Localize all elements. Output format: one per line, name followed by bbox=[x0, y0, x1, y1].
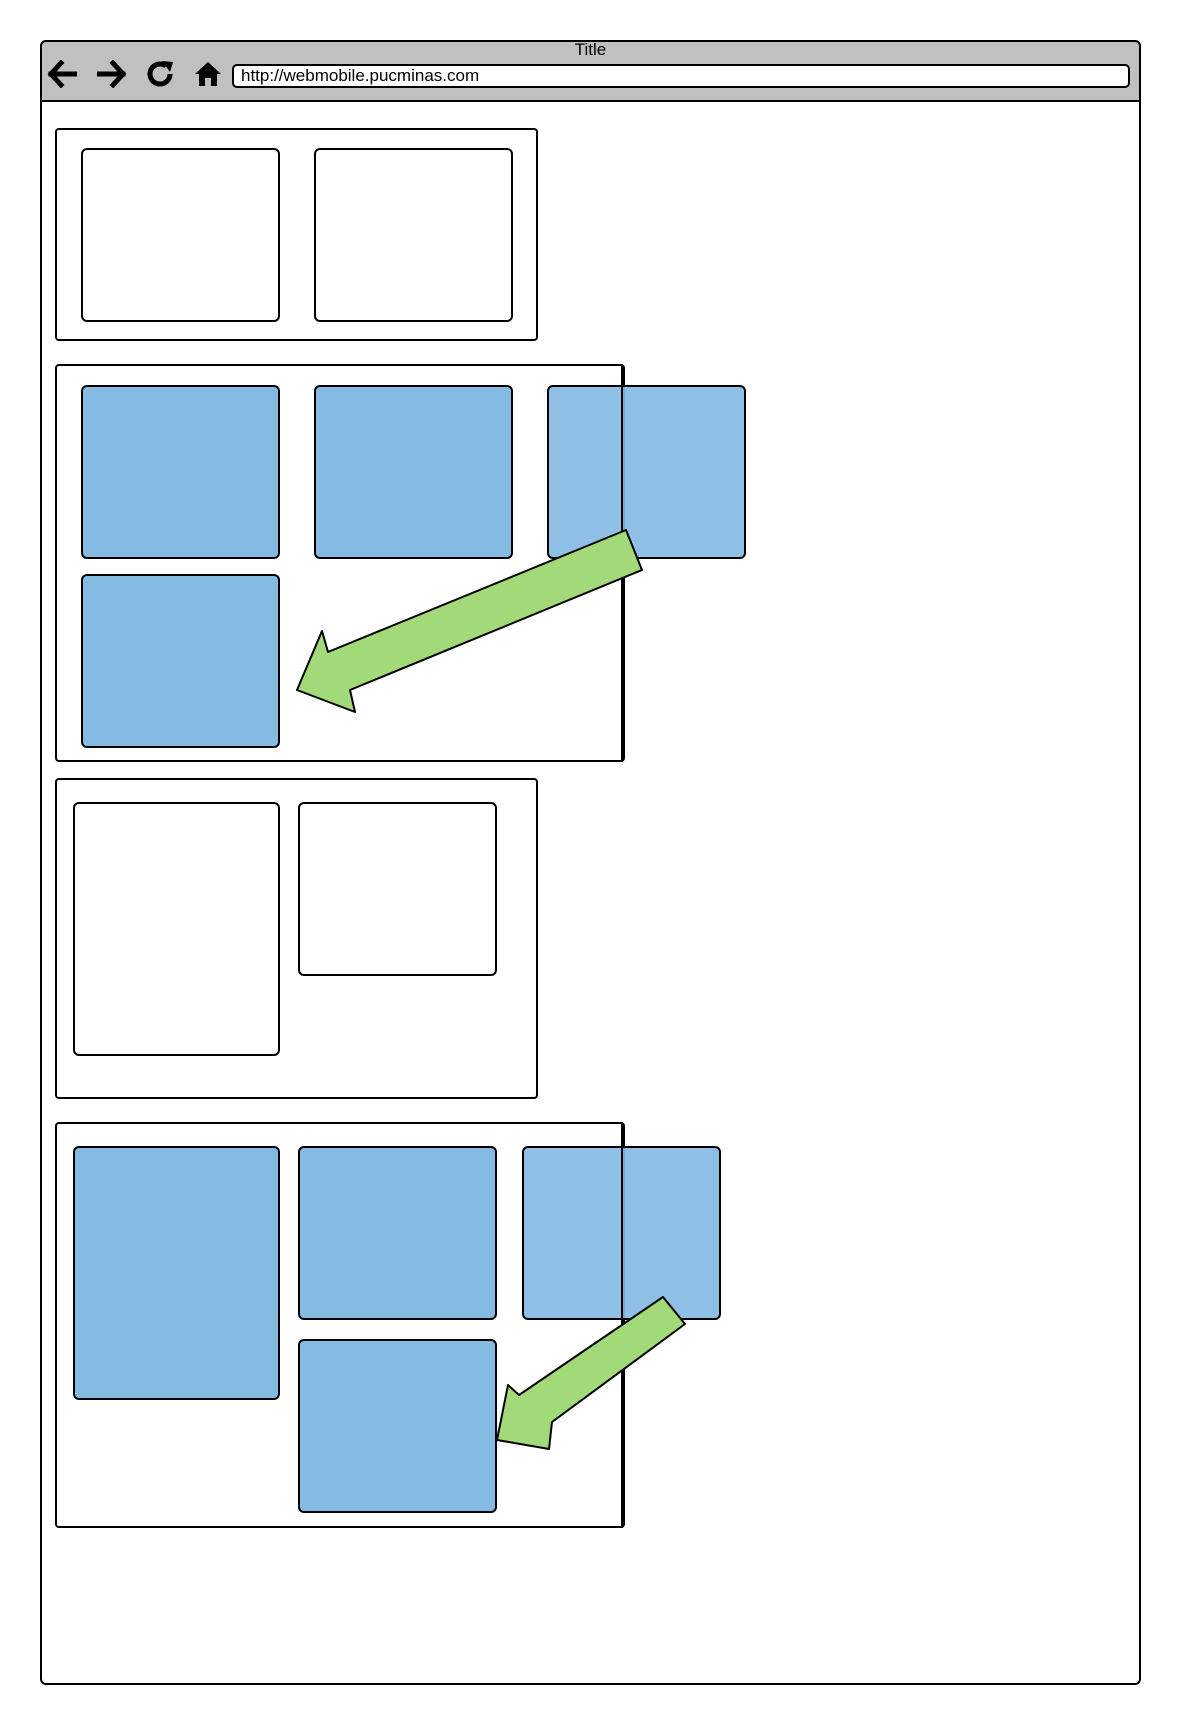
home-icon bbox=[194, 60, 222, 93]
home-button[interactable] bbox=[188, 58, 228, 94]
card bbox=[81, 385, 280, 559]
card-tall bbox=[73, 1146, 280, 1400]
card-tall bbox=[73, 802, 280, 1056]
reload-icon bbox=[144, 58, 176, 95]
card bbox=[314, 148, 513, 322]
forward-button[interactable] bbox=[92, 58, 132, 94]
container-edge bbox=[621, 1122, 623, 1528]
arrow-right-icon bbox=[96, 58, 127, 93]
layout-container-1 bbox=[55, 128, 538, 341]
wrapped-card bbox=[298, 1339, 497, 1513]
reload-button[interactable] bbox=[140, 58, 180, 94]
back-button[interactable] bbox=[42, 58, 82, 94]
window-title: Title bbox=[574, 40, 607, 59]
card bbox=[298, 802, 497, 976]
overflowing-card bbox=[547, 385, 746, 559]
card bbox=[298, 1146, 497, 1320]
card bbox=[81, 148, 280, 322]
url-field[interactable]: http://webmobile.pucminas.com bbox=[232, 64, 1130, 88]
wrapped-card bbox=[81, 574, 280, 748]
container-edge bbox=[621, 364, 623, 762]
layout-container-3 bbox=[55, 778, 538, 1099]
arrow-left-icon bbox=[47, 58, 78, 93]
card bbox=[314, 385, 513, 559]
